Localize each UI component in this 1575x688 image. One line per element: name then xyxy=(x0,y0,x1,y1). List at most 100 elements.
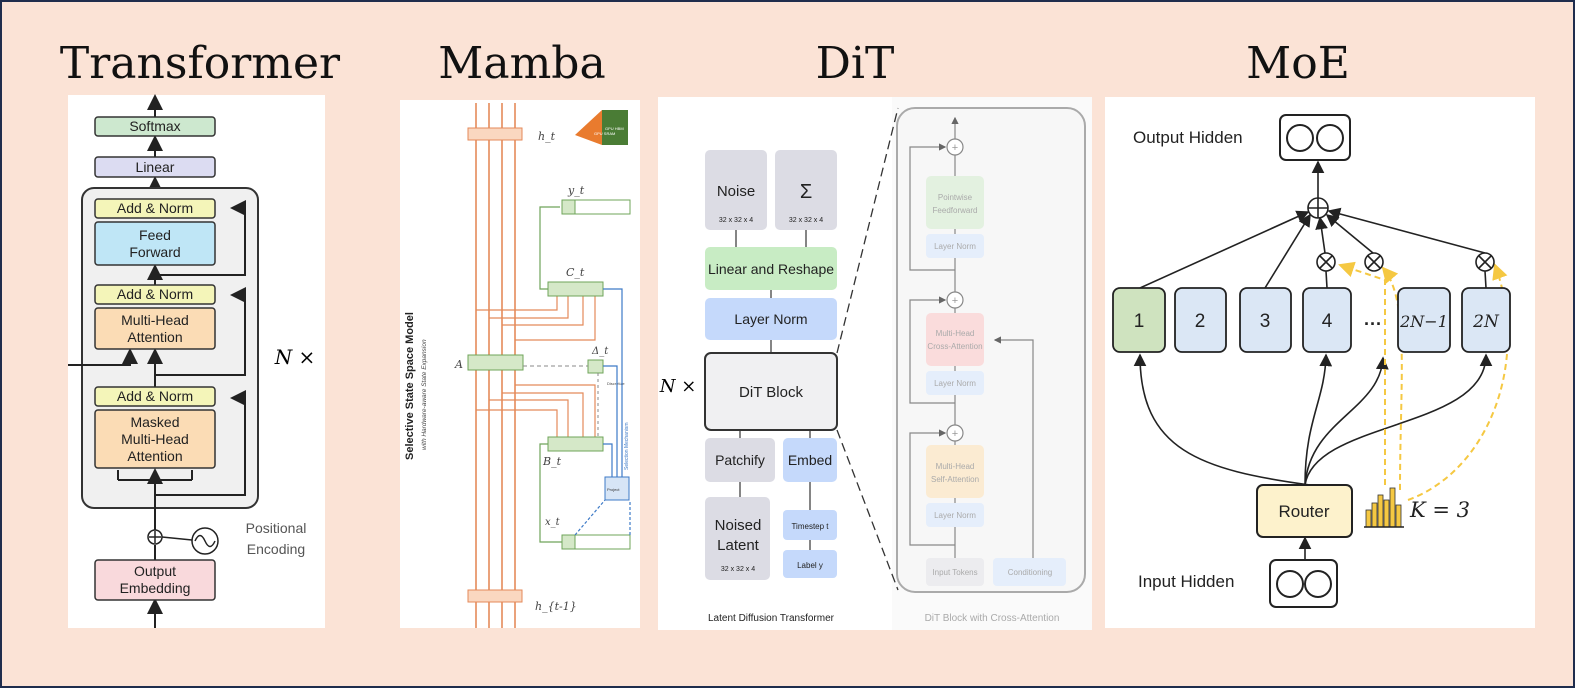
sigma-label: Σ xyxy=(800,181,812,203)
noised-latent-block xyxy=(705,497,770,580)
svg-text:+: + xyxy=(952,428,958,440)
multiply-circles xyxy=(1316,252,1495,272)
noise-block xyxy=(705,150,767,230)
label-y-label: Label y xyxy=(797,561,823,570)
discretize-label: Discretize xyxy=(607,381,625,386)
b-t-label: B_t xyxy=(542,455,562,468)
noised-latent-label: Latent xyxy=(717,537,760,554)
output-hidden-vector xyxy=(1279,114,1351,161)
svg-text:+: + xyxy=(952,142,958,154)
h-prev-label: h_{t-1} xyxy=(535,600,577,613)
patchify-block xyxy=(705,438,775,482)
selection-mechanism-label: Selection Mechanism xyxy=(624,422,630,470)
layer-norm-label: Layer Norm xyxy=(934,242,976,251)
gpu-sram-triangle xyxy=(575,110,602,145)
timestep-label: Timestep t xyxy=(791,522,829,531)
transformer-panel: Softmax Linear Add & Norm Feed Forward A… xyxy=(68,94,325,628)
expert-2n xyxy=(1461,287,1511,353)
gpu-hbm-label: GPU HBM xyxy=(605,126,624,131)
title-transformer: Transformer xyxy=(60,38,341,89)
multi-head-attention-block xyxy=(94,307,216,350)
feed-forward-block xyxy=(94,221,216,266)
softmax-block xyxy=(94,116,216,137)
feed-forward-label: Feed xyxy=(139,227,171,243)
delta-t-label: Δ_t xyxy=(591,346,609,357)
expert-label: 1 xyxy=(1134,311,1145,332)
patchify-label: Patchify xyxy=(715,452,765,468)
output-hidden-label: Output Hidden xyxy=(1133,128,1243,147)
delta-t-block xyxy=(587,359,604,374)
expert-label: 2N−1 xyxy=(1399,312,1448,331)
add-circle-icon xyxy=(946,138,964,156)
cross-attn-label: Cross-Attention xyxy=(927,342,982,351)
title-moe: MoE xyxy=(1246,38,1350,89)
feed-forward-label: Forward xyxy=(129,244,180,260)
self-attn-label: Self-Attention xyxy=(931,475,979,484)
expert-list xyxy=(1112,287,1511,353)
dit-cross-attention-block xyxy=(896,107,1086,593)
h-t-state xyxy=(467,127,523,141)
router-block xyxy=(1256,484,1353,538)
mamba-panel: h_t h_{t-1} GPU SRAM GPU HBM y_t x_t C_t… xyxy=(400,100,640,628)
label-block xyxy=(783,550,837,578)
layer-norm-label: Layer Norm xyxy=(934,511,976,520)
linear-label: Linear xyxy=(136,159,175,175)
title-mamba: Mamba xyxy=(438,38,605,89)
add-circle-icon xyxy=(946,291,964,309)
masked-mha-label: Attention xyxy=(127,448,182,464)
router-label: Router xyxy=(1278,502,1329,521)
mamba-diagram-subtitle: with Hardware-aware State Expansion xyxy=(421,339,428,450)
project-label: Project xyxy=(607,487,620,492)
softmax-label: Softmax xyxy=(129,118,180,134)
output-embedding-label: Output xyxy=(134,563,176,579)
h-prev-state xyxy=(467,589,523,603)
expert-4 xyxy=(1302,287,1352,353)
a-label: A xyxy=(454,358,463,371)
embed-block xyxy=(783,438,837,482)
mamba-diagram-title: Selective State Space Model xyxy=(404,312,416,460)
a-block xyxy=(467,354,524,371)
input-tokens-label: Input Tokens xyxy=(932,568,977,577)
dit-panel: Noise 32 x 32 x 4 Σ 32 x 32 x 4 Linear a… xyxy=(658,97,1092,630)
add-norm-block xyxy=(94,198,216,219)
linear-block xyxy=(94,156,216,178)
layer-norm-block xyxy=(705,298,837,340)
masked-mha-label: Masked xyxy=(130,414,179,430)
bar-chart-icon xyxy=(1364,487,1404,528)
mha-label: Multi-Head xyxy=(121,312,189,328)
expert-2n-1 xyxy=(1397,287,1451,353)
y-t-label: y_t xyxy=(567,184,585,197)
dit-block xyxy=(704,352,838,431)
sigma-dims: 32 x 32 x 4 xyxy=(789,217,823,224)
noised-latent-dims: 32 x 32 x 4 xyxy=(721,566,755,573)
h-t-label: h_t xyxy=(538,130,556,143)
gpu-hbm-block xyxy=(602,110,628,145)
output-embedding-block xyxy=(94,559,216,601)
b-t-block xyxy=(547,436,604,452)
self-attn-label: Multi-Head xyxy=(936,462,975,471)
dit-repeat-label: N × xyxy=(659,376,697,397)
layer-norm-label: Layer Norm xyxy=(934,379,976,388)
embed-label: Embed xyxy=(788,452,832,468)
masked-mha-block xyxy=(94,409,216,469)
noised-latent-label: Noised xyxy=(715,517,762,534)
x-t-label: x_t xyxy=(545,517,561,528)
noise-label: Noise xyxy=(717,183,755,200)
top-k-label: K = 3 xyxy=(1409,498,1470,522)
ellipsis: ··· xyxy=(1364,314,1382,334)
timestep-block xyxy=(783,510,837,540)
add-norm-block xyxy=(94,386,216,407)
linear-reshape-label: Linear and Reshape xyxy=(708,261,834,277)
svg-text:+: + xyxy=(952,295,958,307)
input-hidden-label: Input Hidden xyxy=(1138,572,1234,591)
cross-attn-label: Multi-Head xyxy=(936,329,975,338)
expert-label: 3 xyxy=(1260,311,1271,332)
c-t-label: C_t xyxy=(566,266,585,279)
noise-dims: 32 x 32 x 4 xyxy=(719,217,753,224)
mha-label: Attention xyxy=(127,329,182,345)
add-norm-label: Add & Norm xyxy=(117,200,193,216)
expert-3 xyxy=(1239,287,1292,353)
dit-block-label: DiT Block xyxy=(739,384,803,401)
expert-label: 2N xyxy=(1472,312,1500,332)
